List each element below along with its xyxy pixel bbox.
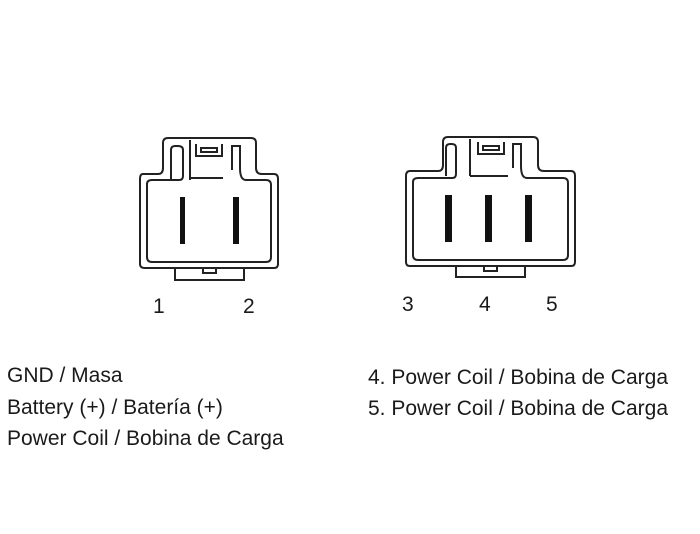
- legend-left-1: GND / Masa: [7, 364, 123, 387]
- legend-left-2: Battery (+) / Batería (+): [7, 396, 223, 419]
- pin-1-blade: [180, 197, 185, 244]
- legend-left-3: Power Coil / Bobina de Carga: [7, 427, 284, 450]
- pin-label-4: 4: [479, 293, 491, 316]
- pin-4-blade: [485, 195, 492, 242]
- connector-outline: [139, 137, 279, 269]
- legend-right-1: 4. Power Coil / Bobina de Carga: [368, 366, 668, 389]
- connector-2-pin: [139, 137, 279, 281]
- locking-tab: [174, 268, 245, 281]
- connector-3-pin: [405, 136, 576, 278]
- pin-3-blade: [445, 195, 452, 242]
- pin-label-2: 2: [243, 295, 255, 318]
- pin-2-blade: [233, 197, 239, 244]
- pin-label-3: 3: [402, 293, 414, 316]
- pin-5-blade: [525, 195, 532, 242]
- pin-label-5: 5: [546, 293, 558, 316]
- locking-tab: [455, 266, 526, 278]
- legend-right-2: 5. Power Coil / Bobina de Carga: [368, 397, 668, 420]
- connector-outline: [405, 136, 576, 267]
- pin-label-1: 1: [153, 295, 165, 318]
